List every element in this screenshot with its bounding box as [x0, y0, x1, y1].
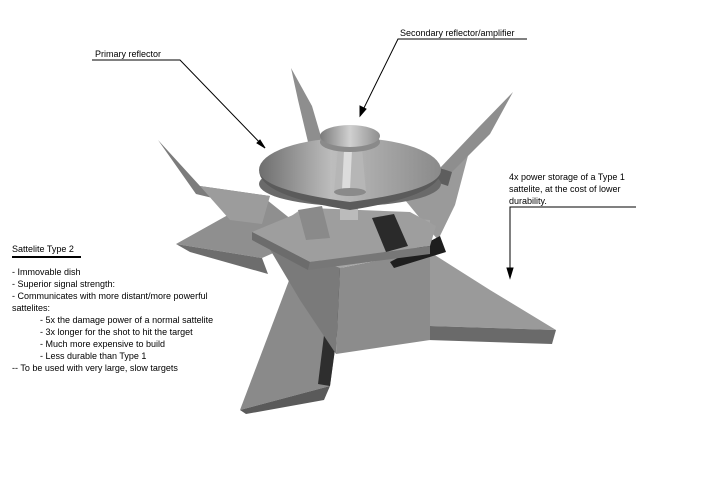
deck-column	[298, 206, 330, 240]
secondary-stem-shade	[342, 150, 352, 190]
dish-rim	[259, 170, 441, 210]
spec-sub-line: - Much more expensive to build	[40, 339, 166, 349]
power-storage-line-2: sattelite, at the cost of lower	[509, 184, 621, 194]
spec-sub-line: - 5x the damage power of a normal sattel…	[40, 315, 214, 325]
power-storage-leader	[509, 206, 636, 275]
base-arm-left-side	[176, 244, 268, 274]
secondary-reflector-leader	[359, 38, 527, 117]
spec-sub-line: - 3x longer for the shot to hit the targ…	[40, 327, 193, 337]
base-arm-right	[430, 252, 556, 330]
secondary-reflector-label: Secondary reflector/amplifier	[400, 28, 515, 38]
deck-edge	[252, 232, 310, 270]
spec-line: - Immovable dish	[12, 267, 81, 277]
primary-reflector-arrowhead	[256, 139, 266, 149]
power-storage-line-3: durability.	[509, 196, 547, 206]
spec-line: - Superior signal strength:	[12, 279, 116, 289]
spec-line: sattelites:	[12, 303, 51, 313]
satellite-deck	[252, 196, 436, 270]
secondary-reflector	[320, 125, 380, 196]
secondary-cap	[320, 125, 380, 147]
fin-back-right	[440, 92, 513, 172]
spec-footer: -- To be used with very large, slow targ…	[12, 363, 178, 373]
callout-lines	[92, 38, 636, 280]
power-storage-line-1: 4x power storage of a Type 1	[509, 172, 625, 182]
base-arm-front-left-edge	[240, 386, 330, 414]
fin-back-left	[291, 68, 322, 142]
deck-slot-dark	[372, 214, 408, 252]
base-hub-front	[336, 250, 430, 354]
primary-reflector-leader	[92, 59, 266, 149]
fin-left-face	[200, 186, 270, 224]
base-arm-back-right	[405, 148, 470, 240]
secondary-reflector-arrowhead	[359, 105, 367, 118]
power-storage-label: 4x power storage of a Type 1 sattelite, …	[509, 171, 625, 207]
spec-title: Sattelite Type 2	[12, 244, 74, 254]
secondary-foot	[334, 188, 366, 196]
base-arm-right-side	[428, 326, 556, 344]
spec-list: - Immovable dish - Superior signal stren…	[12, 266, 213, 374]
spec-sub-line: - Less durable than Type 1	[40, 351, 147, 361]
deck-edge-front	[308, 246, 430, 270]
spec-title-underline	[12, 256, 81, 258]
power-storage-arrowhead	[506, 267, 514, 280]
primary-reflector-label: Primary reflector	[95, 49, 162, 59]
spec-line: - Communicates with more distant/more po…	[12, 291, 208, 301]
